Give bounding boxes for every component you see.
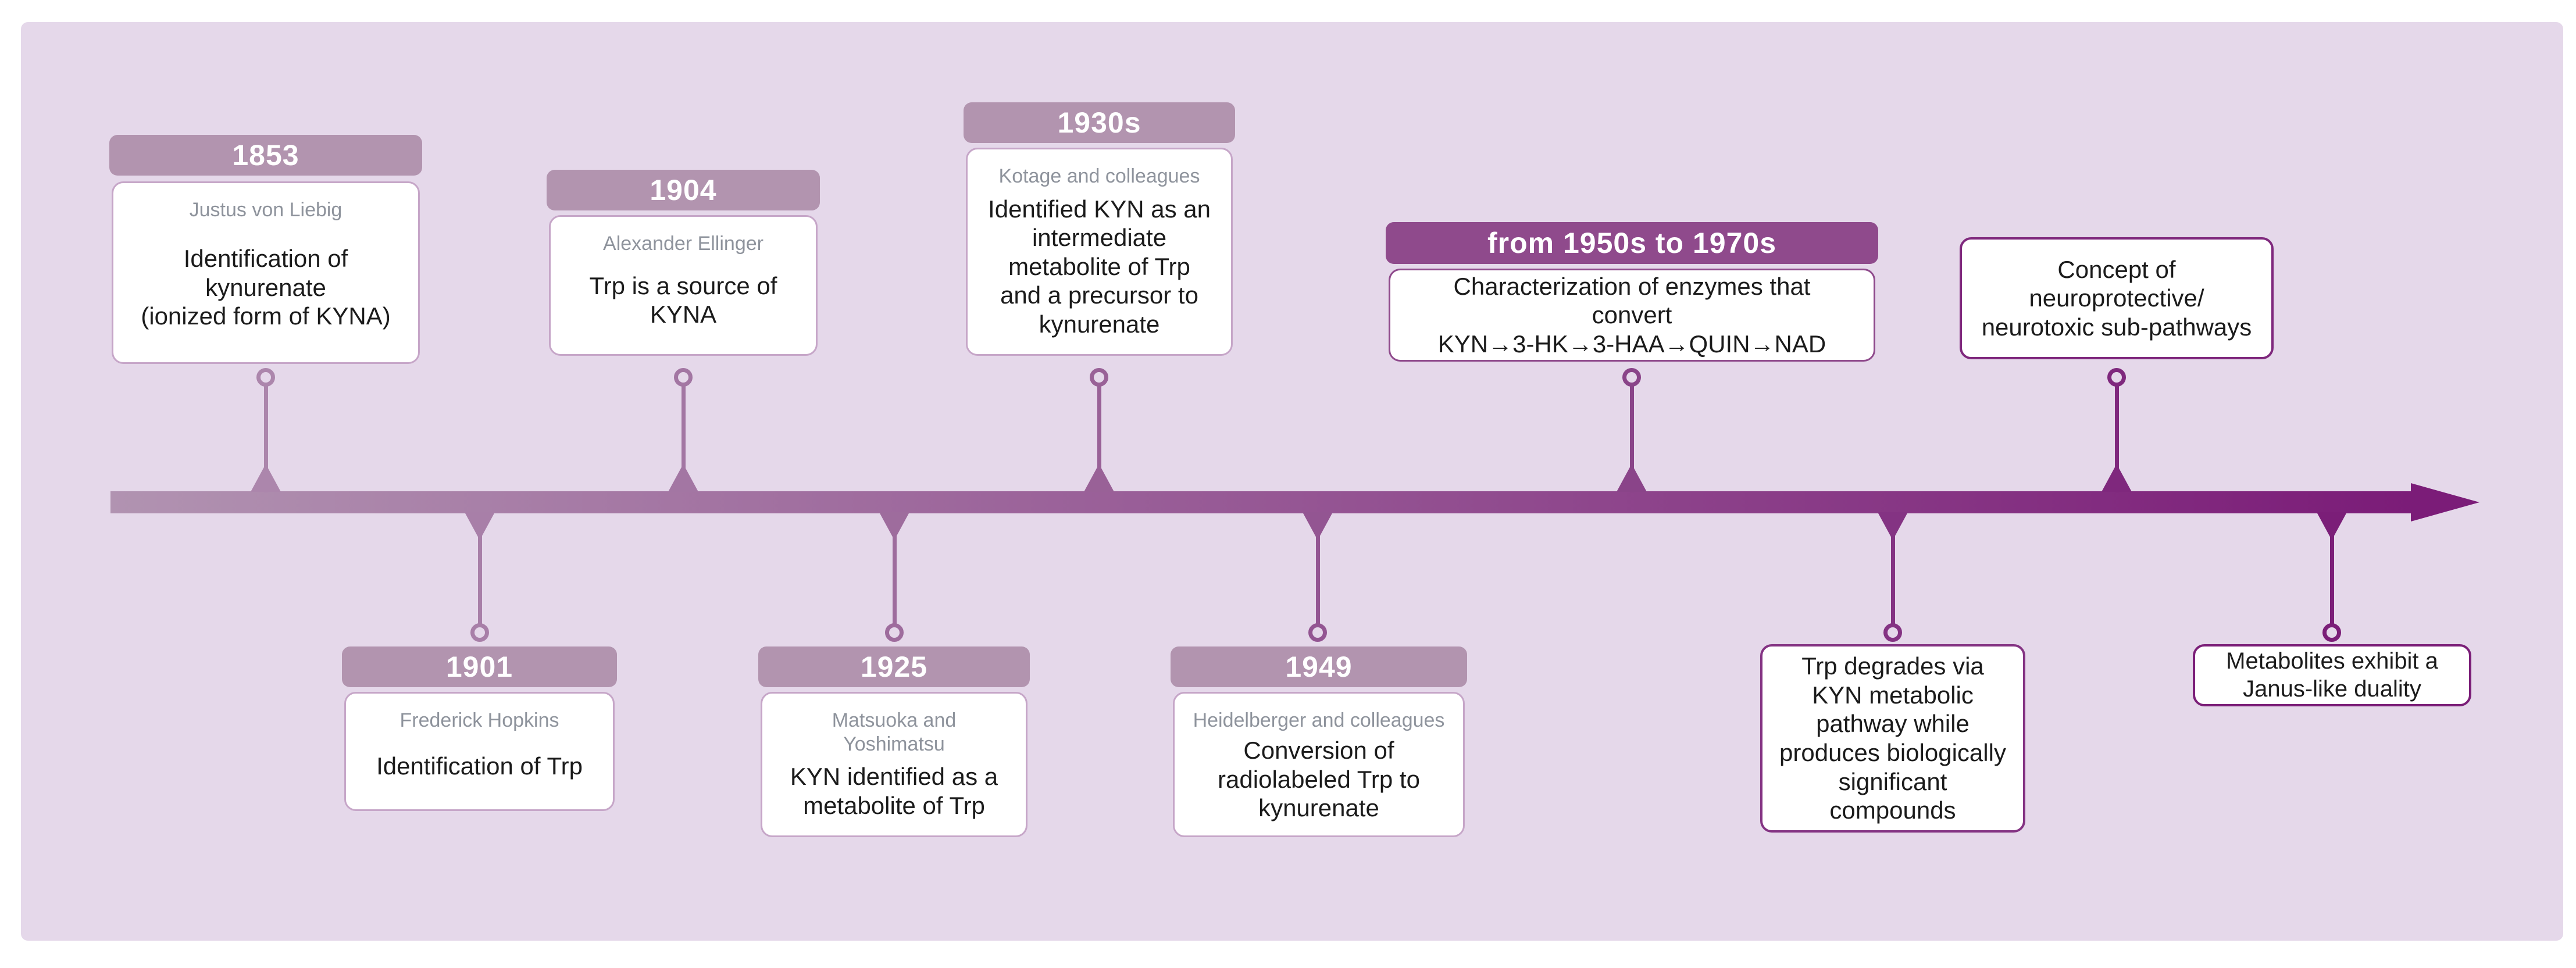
timeline-bar	[110, 491, 2413, 513]
event-description: Trp is a source of KYNA	[589, 272, 777, 328]
event-description: Characterization of enzymes that convert…	[1437, 272, 1826, 358]
event-year-badge: 1901	[342, 646, 617, 687]
connector-dot-icon	[2322, 623, 2341, 642]
event-description: Identified KYN as an intermediate metabo…	[988, 195, 1211, 338]
connector-triangle-icon	[465, 512, 495, 540]
connector-triangle-icon	[2317, 512, 2347, 540]
event-card: Matsuoka and Yoshimatsu KYN identified a…	[761, 692, 1027, 837]
event-card: Trp degrades via KYN metabolic pathway w…	[1760, 644, 2025, 833]
event-year-badge: 1925	[758, 646, 1030, 687]
event-author: Heidelberger and colleagues	[1193, 709, 1445, 731]
event-card: Heidelberger and colleagues Conversion o…	[1173, 692, 1465, 837]
event-description: Conversion of radiolabeled Trp to kynure…	[1218, 737, 1420, 822]
event-card: Justus von Liebig Identification of kynu…	[112, 181, 420, 364]
event-year: from 1950s to 1970s	[1487, 227, 1777, 259]
connector-line	[2330, 512, 2334, 624]
connector-triangle-icon	[1617, 464, 1647, 492]
connector-triangle-icon	[879, 512, 909, 540]
event-description: Identification of kynurenate (ionized fo…	[141, 245, 391, 330]
timeline-arrowhead-icon	[2411, 483, 2479, 521]
event-year: 1901	[445, 651, 513, 683]
event-year-badge: 1949	[1171, 646, 1467, 687]
connector-dot-icon	[470, 623, 489, 642]
connector-line	[1630, 385, 1634, 492]
connector-triangle-icon	[251, 464, 281, 492]
event-card: Metabolites exhibit a Janus-like duality	[2193, 644, 2471, 706]
connector-line	[478, 512, 482, 624]
connector-line	[1316, 512, 1320, 624]
event-year-badge: 1904	[547, 170, 820, 210]
event-year: 1930s	[1057, 106, 1141, 139]
connector-dot-icon	[885, 623, 904, 642]
connector-dot-icon	[1883, 623, 1902, 642]
event-year-badge: from 1950s to 1970s	[1386, 222, 1878, 264]
connector-dot-icon	[674, 368, 693, 387]
event-card: Characterization of enzymes that convert…	[1389, 269, 1875, 362]
event-author: Alexander Ellinger	[603, 233, 763, 255]
connector-line	[682, 385, 686, 492]
event-author: Kotage and colleagues	[998, 165, 1200, 187]
connector-dot-icon	[256, 368, 275, 387]
connector-line	[1891, 512, 1895, 624]
connector-triangle-icon	[1878, 512, 1908, 540]
connector-triangle-icon	[1084, 464, 1114, 492]
connector-dot-icon	[1090, 368, 1108, 387]
event-card: Frederick Hopkins Identification of Trp	[344, 692, 615, 811]
connector-line	[2115, 385, 2119, 492]
event-description: Trp degrades via KYN metabolic pathway w…	[1779, 652, 2006, 824]
connector-dot-icon	[1308, 623, 1327, 642]
event-description: Metabolites exhibit a Janus-like duality	[2226, 648, 2438, 702]
connector-triangle-icon	[2102, 464, 2132, 492]
event-description: KYN identified as a metabolite of Trp	[790, 763, 998, 819]
event-description: Identification of Trp	[376, 752, 583, 780]
event-description: Concept of neuroprotective/ neurotoxic s…	[1981, 255, 2252, 341]
event-year: 1949	[1285, 651, 1353, 683]
connector-dot-icon	[1622, 368, 1641, 387]
event-year: 1853	[232, 139, 299, 172]
event-author: Justus von Liebig	[189, 199, 342, 221]
event-year-badge: 1853	[109, 135, 422, 176]
connector-triangle-icon	[1303, 512, 1333, 540]
event-card: Kotage and colleagues Identified KYN as …	[966, 148, 1233, 356]
event-author: Matsuoka and Yoshimatsu	[832, 709, 957, 755]
connector-line	[264, 385, 268, 492]
event-author: Frederick Hopkins	[399, 709, 559, 731]
event-card: Alexander Ellinger Trp is a source of KY…	[549, 215, 818, 356]
event-year: 1925	[860, 651, 928, 683]
event-year-badge: 1930s	[964, 102, 1235, 143]
connector-line	[1097, 385, 1101, 492]
connector-triangle-icon	[668, 464, 698, 492]
event-year: 1904	[650, 174, 717, 206]
connector-dot-icon	[2107, 368, 2126, 387]
connector-line	[893, 512, 897, 624]
event-card: Concept of neuroprotective/ neurotoxic s…	[1960, 237, 2274, 359]
